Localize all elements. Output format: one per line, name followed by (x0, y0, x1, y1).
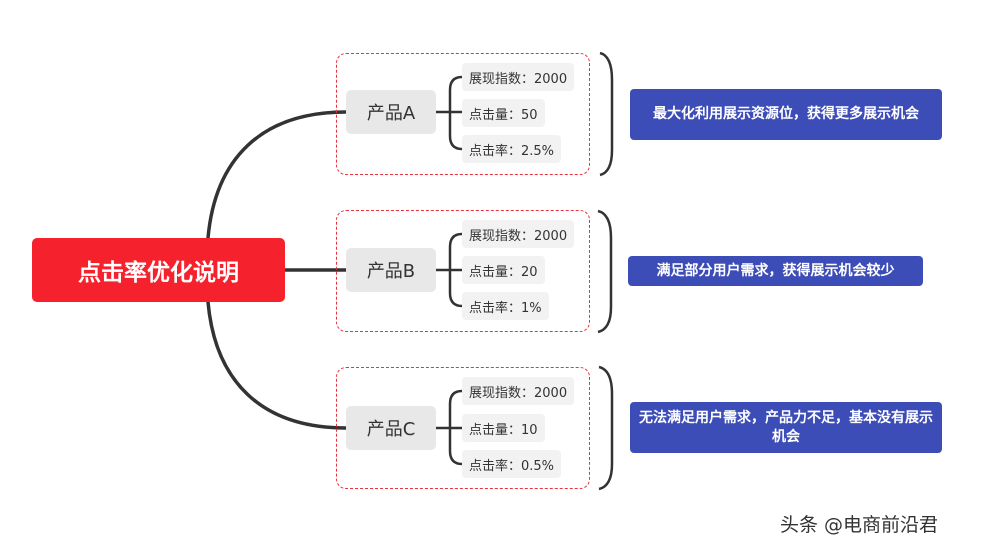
brace-a (599, 51, 614, 177)
product-c-conclusion: 无法满足用户需求，产品力不足，基本没有展示机会 (630, 402, 942, 453)
product-b-clicks: 点击量：20 (462, 256, 545, 284)
product-c-clicks: 点击量：10 (462, 414, 545, 442)
connector-root-to-a (206, 110, 348, 240)
product-a-clicks: 点击量：50 (462, 99, 545, 127)
product-c-group (336, 367, 590, 489)
bracket-c (436, 389, 463, 466)
product-b-group (336, 210, 590, 332)
product-b-conclusion: 满足部分用户需求，获得展示机会较少 (628, 256, 923, 286)
connector-root-to-c (206, 300, 348, 430)
product-a-ctr: 点击率：2.5% (462, 135, 562, 163)
product-a-group (336, 53, 590, 175)
product-c-exposure: 展现指数：2000 (462, 377, 575, 405)
product-b-node: 产品B (346, 248, 436, 292)
product-c-node: 产品C (346, 406, 436, 450)
product-a-node: 产品A (346, 90, 436, 134)
bracket-b (436, 232, 463, 308)
product-b-exposure: 展现指数：2000 (462, 220, 575, 248)
root-node: 点击率优化说明 (32, 238, 285, 302)
brace-b (597, 209, 613, 334)
watermark: 头条 @电商前沿君 (780, 514, 939, 536)
product-a-conclusion: 最大化利用展示资源位，获得更多展示机会 (630, 89, 942, 140)
product-c-ctr: 点击率：0.5% (462, 450, 562, 478)
bracket-a (436, 75, 463, 151)
product-b-ctr: 点击率：1% (462, 292, 549, 320)
brace-c (598, 365, 614, 491)
product-a-exposure: 展现指数：2000 (462, 63, 575, 91)
